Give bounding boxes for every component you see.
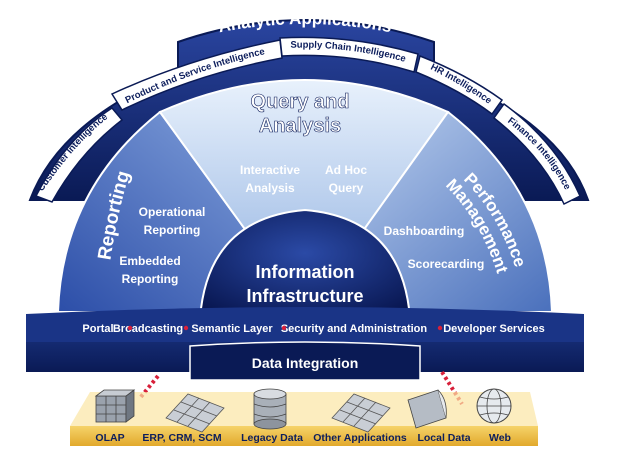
- information-infrastructure-dome: Information Infrastructure: [198, 208, 412, 319]
- query-analysis-title-line1: Query and: [251, 91, 350, 113]
- information-infrastructure-line2: Infrastructure: [246, 286, 363, 306]
- source-label-web: Web: [489, 432, 511, 444]
- embedded-reporting-line1: Embedded: [119, 254, 180, 268]
- database-cylinder-icon: [253, 388, 287, 430]
- query-analysis-wedge: [158, 79, 450, 314]
- connector-left: [138, 374, 160, 400]
- source-label-other-apps: Other Applications: [313, 432, 407, 444]
- analytic-app-segments: Customer Intelligence Product and Servic…: [34, 36, 581, 206]
- erp-grid-icon: [165, 393, 225, 433]
- scorecarding-label: Scorecarding: [408, 257, 485, 271]
- service-label: Developer Services: [443, 323, 545, 335]
- source-label-olap: OLAP: [95, 432, 124, 444]
- olap-cube-icon: [94, 389, 136, 423]
- data-integration-label: Data Integration: [252, 355, 359, 371]
- service-label: Semantic Layer: [191, 323, 273, 335]
- data-integration-block: Data Integration: [189, 341, 421, 381]
- dashboarding-label: Dashboarding: [384, 224, 465, 238]
- service-label: Broadcasting: [113, 323, 183, 335]
- ad-hoc-query-line1: Ad Hoc: [325, 163, 367, 177]
- globe-icon: [476, 388, 512, 424]
- ad-hoc-query-line2: Query: [329, 181, 364, 195]
- segment-box-product: [110, 39, 283, 111]
- query-analysis-title-line2: Analysis: [259, 115, 341, 137]
- segment-box-supply: [279, 36, 419, 73]
- segment-box-customer: [34, 107, 124, 203]
- service-label: Security and Administration: [281, 323, 428, 335]
- embedded-reporting-line2: Reporting: [122, 272, 179, 286]
- service-label: Portal: [82, 323, 113, 335]
- segment-box-finance: [492, 102, 581, 206]
- interactive-analysis-line2: Analysis: [245, 181, 295, 195]
- document-icon: [407, 389, 447, 429]
- service-separator-dot: [183, 325, 189, 331]
- service-separator-dot: [127, 325, 133, 331]
- interactive-analysis-line1: Interactive: [240, 163, 300, 177]
- source-label-erp: ERP, CRM, SCM: [142, 432, 221, 444]
- service-separator-dot: [281, 325, 287, 331]
- segment-box-hr: [415, 54, 504, 116]
- service-separator-dot: [437, 325, 443, 331]
- applications-grid-icon: [331, 393, 391, 433]
- information-infrastructure-line1: Information: [256, 262, 355, 282]
- operational-reporting-line1: Operational: [139, 205, 206, 219]
- operational-reporting-line2: Reporting: [144, 223, 201, 237]
- source-label-legacy: Legacy Data: [241, 432, 303, 444]
- source-label-local: Local Data: [417, 432, 470, 444]
